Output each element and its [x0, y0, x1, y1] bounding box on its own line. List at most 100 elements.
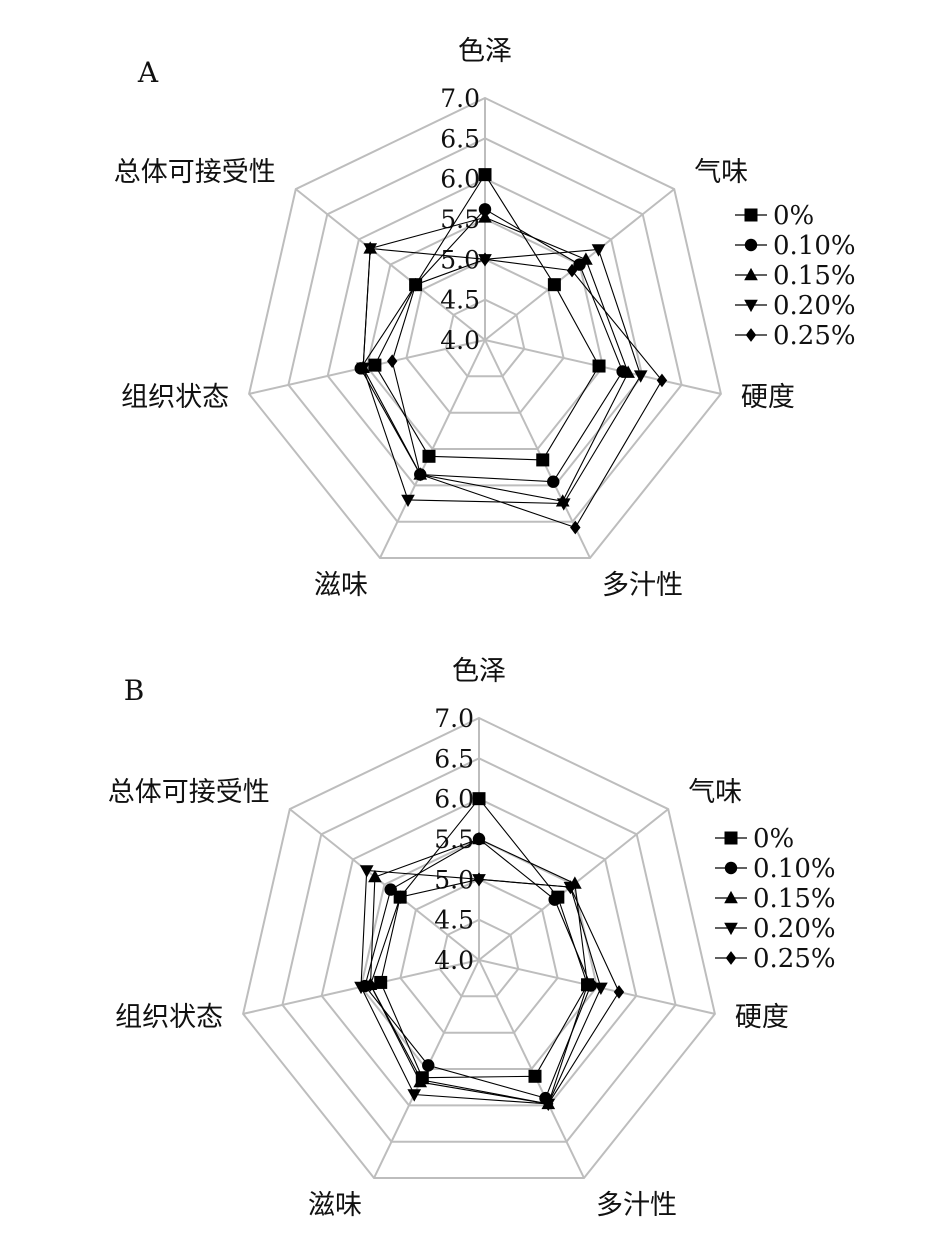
- data-point-marker: [472, 831, 486, 845]
- legend-label: 0.20%: [773, 291, 856, 321]
- data-point-marker: [354, 981, 368, 995]
- data-point-marker: [536, 453, 550, 467]
- axis-label: 气味: [688, 777, 742, 808]
- axis-spoke: [289, 808, 480, 961]
- legend-marker: [724, 861, 738, 875]
- grid-ring: [320, 797, 638, 1107]
- axis-label: 滋味: [308, 1190, 362, 1221]
- data-point-marker: [365, 977, 376, 992]
- data-point-marker: [478, 203, 492, 216]
- data-point-marker: [570, 520, 581, 535]
- axis-label: 硬度: [741, 382, 795, 413]
- data-point-marker: [656, 373, 668, 388]
- data-point-marker: [407, 1089, 422, 1102]
- axis-label: 色泽: [452, 656, 506, 687]
- data-point-marker: [547, 475, 560, 488]
- data-point-marker: [415, 467, 426, 482]
- data-point-marker: [591, 244, 606, 257]
- axis-label: 滋味: [314, 570, 368, 601]
- data-point-marker: [528, 1069, 542, 1083]
- axis-label: 多汁性: [596, 1190, 677, 1221]
- legend-label: 0.25%: [773, 321, 856, 351]
- grid-ring: [287, 137, 683, 523]
- tick-label: 6.0: [440, 165, 480, 194]
- legend-marker: [744, 299, 758, 313]
- axis-spoke: [484, 339, 591, 559]
- grid-ring: [405, 258, 565, 414]
- grid-ring: [365, 217, 605, 450]
- axis-label: 组织状态: [115, 1002, 223, 1033]
- tick-label: 4.0: [434, 946, 474, 975]
- data-point-marker: [422, 449, 436, 463]
- data-point-marker: [416, 1073, 427, 1087]
- data-point-marker: [592, 359, 606, 373]
- series-line: [360, 208, 624, 483]
- data-point-marker: [422, 1059, 435, 1072]
- legend-marker: [744, 267, 758, 281]
- data-point-marker: [580, 977, 595, 990]
- radar-panel-b: 4.04.55.05.56.06.57.0色泽气味硬度多汁性滋味组织状态总体可接…: [108, 656, 836, 1221]
- legend-marker: [725, 951, 737, 965]
- axis-spoke: [478, 959, 585, 1179]
- data-point-marker: [633, 370, 648, 383]
- tick-label: 4.5: [434, 906, 474, 935]
- tick-label: 4.0: [440, 326, 480, 355]
- tick-label: 5.0: [434, 865, 474, 894]
- series-line: [364, 838, 592, 1099]
- grid-ring: [281, 757, 677, 1143]
- data-point-marker: [547, 278, 561, 292]
- panel-label: B: [124, 674, 145, 707]
- data-point-marker: [384, 883, 397, 896]
- axis-spoke: [379, 339, 486, 559]
- data-point-marker: [363, 243, 378, 256]
- legend-label: 0.25%: [753, 944, 836, 974]
- legend-marker: [724, 922, 738, 936]
- data-point-marker: [473, 872, 485, 887]
- data-point-marker: [356, 362, 370, 375]
- axis-spoke: [295, 188, 486, 341]
- data-point-marker: [368, 358, 382, 372]
- tick-label: 7.0: [434, 704, 474, 733]
- data-point-marker: [565, 880, 576, 894]
- legend-marker: [744, 208, 758, 222]
- data-point-marker: [613, 985, 625, 999]
- data-point-marker: [478, 210, 492, 223]
- data-point-marker: [579, 252, 593, 265]
- tick-label: 6.0: [434, 785, 474, 814]
- tick-label: 5.0: [440, 245, 480, 274]
- legend-marker: [724, 831, 738, 845]
- axis-label: 组织状态: [121, 382, 229, 413]
- grid-ring: [438, 918, 520, 998]
- tick-label: 6.5: [440, 124, 480, 153]
- tick-label: 5.5: [440, 205, 480, 234]
- legend-label: 0%: [773, 201, 814, 231]
- data-point-marker: [548, 893, 561, 906]
- axis-label: 硬度: [735, 1002, 789, 1033]
- legend-marker: [724, 890, 738, 904]
- data-point-marker: [368, 869, 382, 883]
- legend-label: 0.10%: [753, 854, 836, 884]
- panel-label: A: [137, 56, 159, 89]
- data-point-marker: [479, 252, 491, 267]
- data-point-marker: [374, 975, 388, 989]
- series-line: [374, 173, 600, 461]
- series-line: [391, 258, 663, 529]
- legend-label: 0.10%: [773, 231, 856, 261]
- data-point-marker: [621, 365, 635, 378]
- legend-label: 0.15%: [773, 261, 856, 291]
- data-point-marker: [543, 1097, 554, 1111]
- legend-label: 0%: [753, 824, 794, 854]
- data-point-marker: [556, 498, 571, 511]
- legend-label: 0.15%: [753, 884, 836, 914]
- legend-label: 0.20%: [753, 914, 836, 944]
- tick-label: 6.5: [434, 744, 474, 773]
- grid-ring: [242, 716, 716, 1179]
- data-point-marker: [401, 494, 415, 508]
- data-point-marker: [594, 982, 608, 995]
- radar-panel-a: 4.04.55.05.56.06.57.0色泽气味硬度多汁性滋味组织状态总体可接…: [114, 36, 856, 601]
- data-point-marker: [478, 168, 492, 182]
- axis-label: 多汁性: [602, 570, 683, 601]
- legend-marker: [744, 238, 758, 252]
- data-point-marker: [472, 792, 486, 806]
